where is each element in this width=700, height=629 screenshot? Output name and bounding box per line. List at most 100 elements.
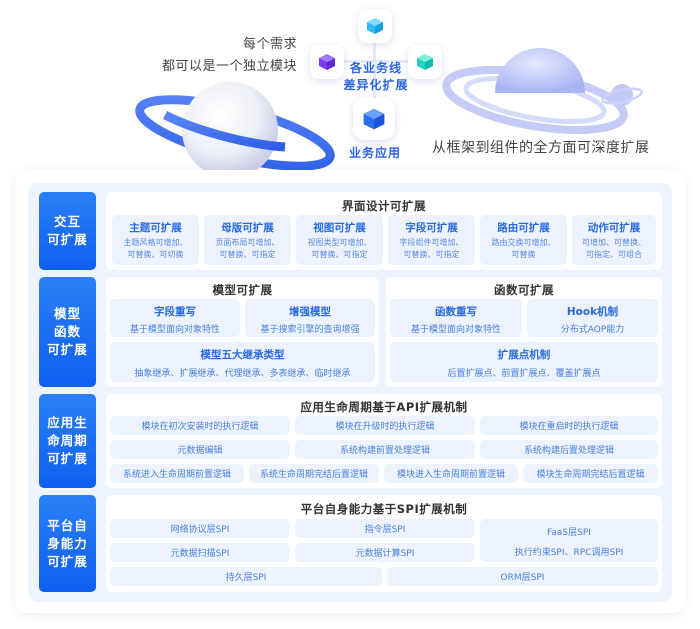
cell-hook: Hook机制 分布式AOP能力 bbox=[527, 299, 658, 337]
cube-left-box bbox=[310, 45, 344, 79]
cell-spi: 持久层SPI bbox=[110, 567, 382, 586]
cell-spi: 网络协议层SPI bbox=[110, 519, 290, 538]
cell-spi: 元数据计算SPI bbox=[295, 543, 475, 562]
hero-left-caption-line1: 每个需求 bbox=[242, 37, 297, 52]
cell-lifecycle: 模块生命周期完结后置逻辑 bbox=[523, 464, 658, 483]
connector-vertical bbox=[373, 38, 376, 110]
panel-title: 模型可扩展 bbox=[212, 283, 273, 297]
architecture-card: 交互可扩展 界面设计可扩展 主题可扩展 主题风格可增加、 可替换、可切换 母版可… bbox=[15, 170, 685, 613]
row-label-line: 可扩展 bbox=[47, 342, 88, 357]
cell-lifecycle: 系统进入生命周期前置逻辑 bbox=[110, 464, 244, 483]
cell-desc: 可增加、可替换、 bbox=[582, 238, 646, 247]
cell-title: 主题可扩展 bbox=[129, 222, 182, 234]
cell-lifecycle: 系统生命周期完结后置逻辑 bbox=[249, 464, 379, 483]
cube-teal-icon bbox=[417, 54, 433, 70]
cell-title: 扩展点机制 bbox=[497, 349, 551, 361]
cube-right-box bbox=[408, 45, 442, 79]
cell-desc: 执行约束SPI、RPC调用SPI bbox=[514, 548, 624, 558]
panel-lifecycle-api: 应用生命周期基于API扩展机制 模块在初次安装时的执行逻辑 模块在升级时的执行逻… bbox=[106, 394, 662, 488]
cell-title: FaaS层SPI bbox=[547, 528, 591, 538]
cell-title: 字段重写 bbox=[154, 306, 196, 318]
cube-purple-icon bbox=[319, 54, 335, 70]
cell-desc: 可指定、可组合 bbox=[586, 250, 642, 259]
planet-left-illustration bbox=[135, 82, 335, 175]
cell-desc: 主题风格可增加、 bbox=[123, 238, 188, 247]
cell-title: 增强模型 bbox=[289, 306, 331, 318]
cell-spi: 元数据扫描SPI bbox=[110, 543, 290, 562]
hero-right-caption: 从框架到组件的全方面可深度扩展 bbox=[432, 140, 650, 156]
row-label-interaction: 交互可扩展 bbox=[39, 192, 96, 270]
cell-lifecycle: 模块在初次安装时的执行逻辑 bbox=[110, 416, 290, 435]
row-label-lifecycle: 应用生 命周期 可扩展 bbox=[39, 394, 96, 488]
cell-title: 函数重写 bbox=[435, 306, 477, 318]
cell-lifecycle: 系统构建前置处理逻辑 bbox=[295, 440, 475, 459]
cell-title: 字段可扩展 bbox=[405, 222, 458, 234]
cell-field: 字段可扩展 字段组件可增加、 可替换、可指定 bbox=[388, 215, 475, 265]
cell-desc: 路由交换可增加、 bbox=[491, 238, 556, 247]
row-label-line: 可扩展 bbox=[47, 451, 88, 466]
cell-title: 视图可扩展 bbox=[313, 222, 366, 234]
row-label-line: 模型 bbox=[53, 306, 81, 321]
cell-desc: 视图类型可增加、 bbox=[307, 238, 372, 247]
cell-faas-spi: FaaS层SPI 执行约束SPI、RPC调用SPI bbox=[480, 519, 658, 562]
row-label-model-function: 模型 函数 可扩展 bbox=[39, 277, 96, 387]
row-label-line: 函数 bbox=[53, 324, 81, 339]
row-label-line: 可扩展 bbox=[47, 232, 88, 247]
row-label-line: 平台自 bbox=[47, 517, 88, 533]
panel-title: 函数可扩展 bbox=[494, 283, 554, 297]
cell-lifecycle: 模块在升级时的执行逻辑 bbox=[295, 416, 475, 435]
cell-lifecycle: 模块进入生命周期前置逻辑 bbox=[384, 464, 518, 483]
cell-extension-point: 扩展点机制 后置扩展点、前置扩展点、覆盖扩展点 bbox=[390, 342, 658, 382]
cell-route: 路由可扩展 路由交换可增加、 可替换 bbox=[480, 215, 567, 265]
cell-lifecycle: 元数据编辑 bbox=[110, 440, 290, 459]
hero-left-caption-line2: 都可以是一个独立模块 bbox=[161, 59, 297, 74]
row-label-line: 交互 bbox=[53, 214, 81, 229]
cell-desc: 可替换 bbox=[511, 250, 536, 259]
cell-spi: 指令层SPI bbox=[295, 519, 475, 538]
cell-desc: 字段组件可增加、 bbox=[399, 238, 464, 247]
cube-blue-icon bbox=[363, 108, 385, 130]
hero-center-caption-line2: 差异化扩展 bbox=[343, 78, 409, 92]
cell-title: 路由可扩展 bbox=[497, 222, 550, 234]
hero-left-caption: 每个需求 都可以是一个独立模块 bbox=[162, 34, 297, 78]
cell-title: Hook机制 bbox=[566, 306, 619, 318]
cell-title: 模型五大继承类型 bbox=[200, 349, 285, 361]
cell-desc: 后置扩展点、前置扩展点、覆盖扩展点 bbox=[447, 369, 601, 379]
hero-center-caption: 各业务线 差异化扩展 bbox=[336, 60, 416, 94]
planet-right-illustration bbox=[442, 48, 643, 134]
cell-title: 动作可扩展 bbox=[587, 222, 641, 234]
panel-model: 模型可扩展 字段重写 基于模型面向对象特性 增强模型 基于搜索引擎的查询增强 模… bbox=[106, 277, 379, 387]
row-platform: 平台自 身能力 可扩展 平台自身能力基于SPI扩展机制 网络协议层SPI 指令层… bbox=[39, 495, 663, 592]
cell-desc: 页面布局可增加、 bbox=[215, 238, 280, 247]
cell-action: 动作可扩展 可增加、可替换、 可指定、可组合 bbox=[572, 215, 656, 265]
cell-theme: 主题可扩展 主题风格可增加、 可替换、可切换 bbox=[112, 215, 199, 265]
panel-title: 应用生命周期基于API扩展机制 bbox=[300, 400, 468, 414]
hero-banner: 每个需求 都可以是一个独立模块 bbox=[0, 0, 700, 175]
architecture-band: 交互可扩展 界面设计可扩展 主题可扩展 主题风格可增加、 可替换、可切换 母版可… bbox=[28, 183, 672, 602]
cell-spi: ORM层SPI bbox=[387, 567, 658, 586]
cell-desc: 基于模型面向对象特性 bbox=[410, 325, 501, 335]
cell-desc: 可替换、可切换 bbox=[127, 250, 184, 259]
cell-title: 母版可扩展 bbox=[221, 222, 274, 234]
cell-master: 母版可扩展 页面布局可增加、 可替换、可指定 bbox=[204, 215, 291, 265]
row-model-function: 模型 函数 可扩展 模型可扩展 字段重写 基于模型面向对象特性 增强模型 基于搜… bbox=[39, 277, 663, 387]
cell-desc: 分布式AOP能力 bbox=[560, 325, 625, 335]
cube-cyan-icon bbox=[367, 18, 383, 34]
panel-ui-design: 界面设计可扩展 主题可扩展 主题风格可增加、 可替换、可切换 母版可扩展 页面布… bbox=[106, 192, 662, 270]
row-lifecycle: 应用生 命周期 可扩展 应用生命周期基于API扩展机制 模块在初次安装时的执行逻… bbox=[39, 394, 663, 488]
panel-title: 平台自身能力基于SPI扩展机制 bbox=[300, 502, 468, 516]
cell-desc: 抽象继承、扩展继承、代理继承、多表继承、临时继承 bbox=[134, 369, 351, 379]
row-label-line: 命周期 bbox=[47, 433, 88, 448]
cube-top-box bbox=[358, 9, 392, 43]
cell-lifecycle: 模块在重启时的执行逻辑 bbox=[480, 416, 658, 435]
connector-horizontal bbox=[340, 60, 410, 63]
cell-desc: 基于模型面向对象特性 bbox=[129, 325, 220, 335]
cell-lifecycle: 系统构建后置处理逻辑 bbox=[480, 440, 658, 459]
cube-bottom-box bbox=[353, 98, 395, 140]
cell-desc: 可替换、可指定 bbox=[311, 250, 368, 259]
cell-desc: 可替换、可指定 bbox=[219, 250, 276, 259]
cell-function-override: 函数重写 基于模型面向对象特性 bbox=[390, 299, 522, 337]
cell-field-override: 字段重写 基于模型面向对象特性 bbox=[110, 299, 240, 337]
hero-bottom-caption: 业务应用 bbox=[348, 146, 401, 160]
row-label-line: 身能力 bbox=[47, 535, 88, 551]
